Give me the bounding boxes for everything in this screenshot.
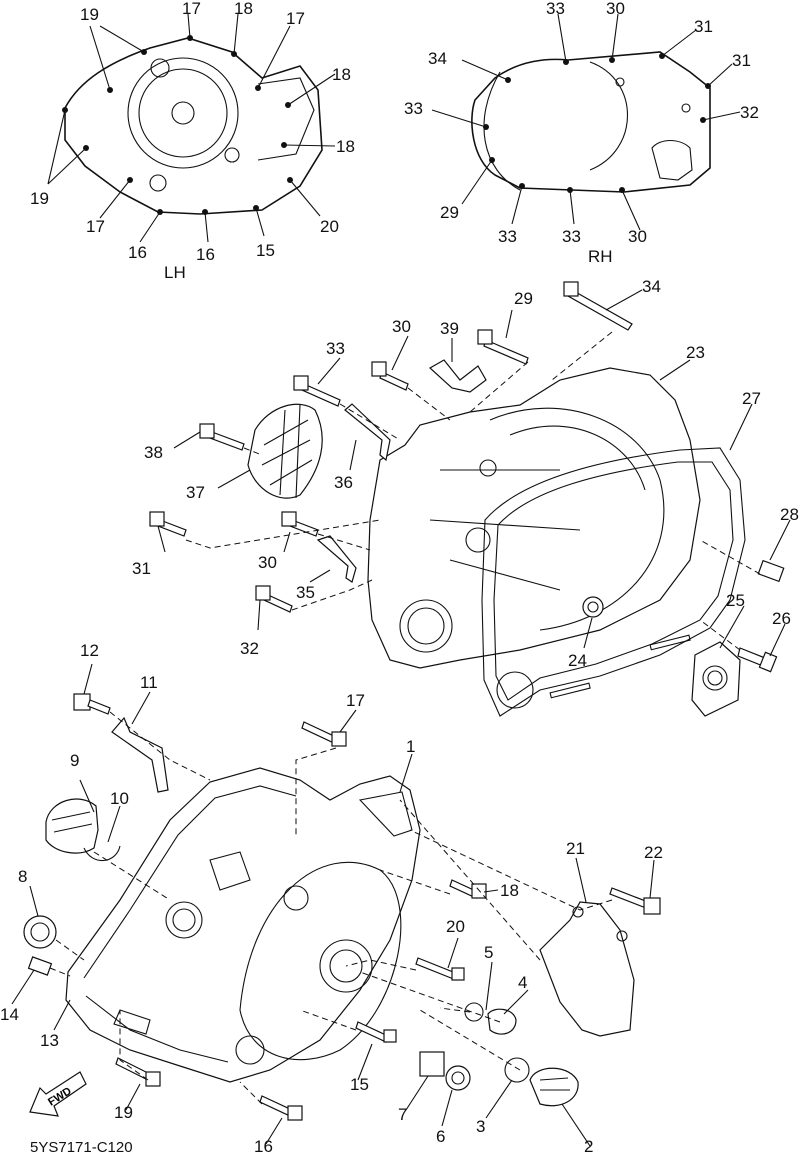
callout-33: 33 — [546, 0, 565, 18]
callout-30: 30 — [258, 553, 277, 572]
callout-1: 1 — [406, 737, 415, 756]
callout-8: 8 — [18, 867, 27, 886]
callout-18: 18 — [332, 65, 351, 84]
callout-22: 22 — [644, 843, 663, 862]
callout-31: 31 — [132, 559, 151, 578]
callout-37: 37 — [186, 483, 205, 502]
callout-5: 5 — [484, 943, 493, 962]
callout-33: 33 — [498, 227, 517, 246]
callout-17: 17 — [346, 691, 365, 710]
callout-17: 17 — [286, 9, 305, 28]
callout-32: 32 — [240, 639, 259, 658]
callout-31: 31 — [732, 51, 751, 70]
callout-16: 16 — [196, 245, 215, 264]
lh-cover-inset: 19 17 18 17 18 18 20 19 17 16 16 15 LH — [30, 0, 355, 282]
callout-9: 9 — [70, 751, 79, 770]
callout-33: 33 — [404, 99, 423, 118]
callout-39: 39 — [440, 319, 459, 338]
callout-20: 20 — [446, 917, 465, 936]
rh-cover-inset: 33 30 31 31 32 34 33 29 33 33 30 RH — [404, 0, 759, 266]
callout-2: 2 — [584, 1137, 593, 1155]
callout-18: 18 — [336, 137, 355, 156]
callout-17: 17 — [182, 0, 201, 18]
callout-15: 15 — [256, 241, 275, 260]
callout-13: 13 — [40, 1031, 59, 1050]
callout-36: 36 — [334, 473, 353, 492]
figure-code: 5YS7171-C120 — [30, 1139, 133, 1155]
callout-6: 6 — [436, 1127, 445, 1146]
callout-31: 31 — [694, 17, 713, 36]
callout-30: 30 — [606, 0, 625, 18]
callout-3: 3 — [476, 1117, 485, 1136]
rh-label: RH — [588, 247, 613, 266]
callout-15: 15 — [350, 1075, 369, 1094]
callout-16: 16 — [254, 1137, 273, 1155]
fwd-arrow: FWD — [29, 1071, 87, 1117]
callout-26: 26 — [772, 609, 791, 628]
callout-17: 17 — [86, 217, 105, 236]
callout-16: 16 — [128, 243, 147, 262]
callout-14: 14 — [0, 1005, 19, 1024]
callout-34: 34 — [642, 277, 661, 296]
callout-11: 11 — [140, 673, 158, 692]
callout-23: 23 — [686, 343, 705, 362]
callout-34: 34 — [428, 49, 447, 68]
callout-25: 25 — [726, 591, 745, 610]
callout-19: 19 — [30, 189, 49, 208]
callout-19: 19 — [114, 1103, 133, 1122]
callout-19: 19 — [80, 5, 99, 24]
callout-4: 4 — [518, 973, 527, 992]
callout-35: 35 — [296, 583, 315, 602]
callout-38: 38 — [144, 443, 163, 462]
callout-27: 27 — [742, 389, 761, 408]
callout-32: 32 — [740, 103, 759, 122]
callout-28: 28 — [780, 505, 799, 524]
callout-20: 20 — [320, 217, 339, 236]
callout-24: 24 — [568, 651, 587, 670]
callout-18: 18 — [234, 0, 253, 18]
callout-30: 30 — [392, 317, 411, 336]
callout-29: 29 — [514, 289, 533, 308]
rh-cover-exploded: 34 29 30 39 33 23 27 38 37 36 28 30 31 3… — [132, 277, 799, 717]
lh-cover-exploded: FWD 12 11 17 1 9 10 21 22 8 18 20 5 4 14… — [0, 641, 663, 1155]
callout-18: 18 — [500, 881, 519, 900]
callout-33: 33 — [562, 227, 581, 246]
callout-21: 21 — [566, 839, 585, 858]
callout-30: 30 — [628, 227, 647, 246]
callout-10: 10 — [110, 789, 129, 808]
callout-29: 29 — [440, 203, 459, 222]
callout-7: 7 — [398, 1105, 407, 1124]
lh-label: LH — [164, 263, 186, 282]
callout-33: 33 — [326, 339, 345, 358]
callout-12: 12 — [80, 641, 99, 660]
